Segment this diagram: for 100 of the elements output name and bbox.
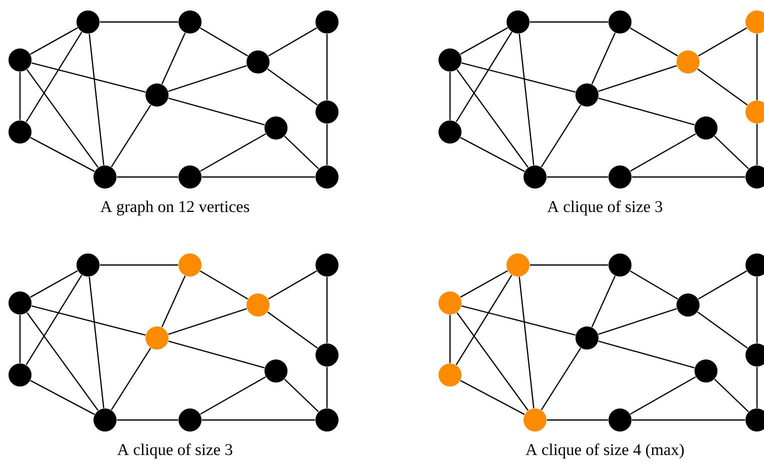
vertex-dot — [438, 48, 462, 72]
graph-edge — [267, 311, 318, 348]
graph-edge — [326, 366, 328, 408]
graph-edge — [456, 274, 512, 366]
vertex-dot — [264, 116, 288, 140]
vertex-dot — [506, 10, 530, 34]
graph-edge — [168, 308, 247, 335]
graph-edge — [326, 34, 328, 100]
vertex-dot — [576, 84, 598, 106]
vertex-dot — [246, 294, 270, 316]
graph-edge — [326, 276, 328, 344]
graph-edge — [200, 270, 248, 300]
graph-edge — [460, 27, 508, 55]
graph-edge — [456, 69, 528, 168]
graph-edge — [116, 176, 178, 178]
graph-edge — [756, 124, 758, 166]
graph-edge — [30, 270, 78, 298]
graph-edge — [202, 419, 316, 421]
graph-edge — [632, 176, 746, 178]
vertex-dot — [316, 166, 338, 188]
graph-edge — [200, 28, 248, 56]
vertex-dot — [178, 10, 202, 34]
graph-edge — [530, 264, 608, 266]
vertex-dot — [438, 120, 462, 144]
vertex-dot — [94, 408, 116, 432]
graph-edge — [26, 312, 98, 411]
graph-edge — [756, 276, 758, 344]
graph-edge — [460, 380, 525, 415]
vertex-dot — [264, 359, 288, 382]
vertex-dot — [8, 48, 32, 72]
graph-edge — [26, 32, 82, 122]
graph-edge — [460, 270, 508, 298]
graph-edge — [19, 72, 21, 120]
vertex-dot — [178, 166, 202, 188]
graph-edge — [540, 348, 582, 410]
vertex-dot — [76, 254, 100, 276]
graph-edge — [168, 65, 247, 92]
graph-edge — [110, 348, 152, 410]
graph-edge — [88, 34, 104, 166]
graph-edge — [100, 21, 178, 23]
graph-edge — [591, 276, 616, 328]
graph-edge — [698, 270, 747, 300]
graph-edge — [598, 65, 677, 92]
graph-edge — [268, 270, 318, 300]
graph-edge — [449, 72, 451, 120]
graph-edge — [697, 68, 748, 106]
graph-edge — [110, 104, 152, 168]
graph-edge — [518, 34, 534, 166]
graph-edge — [116, 419, 178, 421]
graph-edge — [598, 340, 695, 368]
graph-edge — [26, 274, 82, 366]
vertex-dot — [146, 84, 168, 106]
caption: A clique of size 3 — [117, 443, 232, 458]
vertex-dot — [246, 50, 270, 74]
graph-edge — [168, 98, 265, 126]
graph-edge — [161, 32, 186, 84]
graph-edge — [756, 34, 758, 100]
vertex-dot — [608, 166, 632, 188]
vertex-dot — [178, 254, 202, 276]
graph-edge — [714, 136, 749, 170]
graph-edge — [168, 340, 265, 368]
graph-edge — [630, 376, 696, 415]
graph-edge — [88, 276, 104, 408]
vertex-dot — [178, 408, 202, 432]
graph-edge — [461, 305, 576, 336]
graph-edge — [200, 376, 266, 415]
graph-edge — [698, 27, 747, 57]
graph-edge — [630, 133, 696, 172]
caption: A graph on 12 vertices — [100, 200, 250, 216]
graph-edge — [202, 176, 316, 178]
graph-edge — [200, 133, 266, 172]
graph-edge — [461, 62, 576, 93]
vertex-dot — [316, 100, 338, 124]
graph-edge — [598, 98, 695, 126]
vertex-dot — [576, 326, 598, 350]
graph-edge — [598, 308, 677, 335]
vertex-dot — [524, 166, 546, 188]
graph-edge — [460, 137, 525, 172]
vertex-dot — [316, 10, 338, 34]
graph-edge — [267, 68, 318, 106]
graph-edge — [456, 312, 528, 411]
graph-edge — [100, 264, 178, 266]
vertex-dot — [608, 408, 632, 432]
vertex-dot — [524, 408, 546, 432]
vertex-dot — [316, 343, 338, 366]
graph-edge — [268, 27, 318, 57]
graph-edge — [540, 104, 582, 168]
vertex-dot — [316, 408, 338, 432]
vertex-dot — [76, 10, 100, 34]
graph-edge — [284, 136, 319, 170]
caption: A clique of size 3 — [547, 200, 662, 216]
graph-edge — [31, 62, 146, 93]
graph-edge — [630, 270, 678, 300]
caption: A clique of size 4 (max) — [526, 443, 684, 458]
graph-edge — [31, 305, 146, 336]
vertex-dot — [676, 50, 700, 74]
graph-edge — [630, 28, 678, 56]
graph-edge — [449, 314, 451, 364]
vertex-dot — [608, 254, 632, 276]
graph-edge — [26, 69, 98, 168]
